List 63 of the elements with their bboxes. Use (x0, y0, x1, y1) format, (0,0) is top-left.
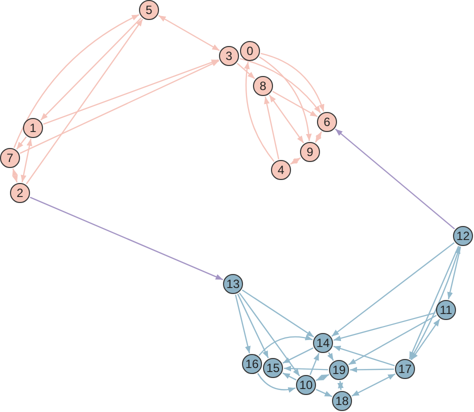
arrow (14, 14, 140, 148)
graph-node: 11 (436, 300, 456, 320)
arrow (264, 96, 280, 160)
arrow (314, 131, 322, 143)
arrow (352, 373, 396, 397)
arrow (236, 62, 256, 80)
arrow (333, 346, 395, 366)
arrow (316, 374, 330, 381)
graph-node: 10 (296, 375, 316, 395)
arrow (410, 318, 440, 360)
arrow (240, 58, 322, 114)
graph-node: 4 (271, 160, 291, 180)
graph-node: 7 (0, 148, 20, 168)
arrow (26, 18, 144, 184)
arrow (20, 138, 32, 182)
arrow (242, 290, 314, 338)
arrow (327, 352, 334, 361)
arrow (43, 59, 219, 125)
arrow (447, 246, 462, 300)
arrow (310, 352, 320, 376)
graph-node: 3 (219, 46, 239, 66)
graph-node: 2 (10, 183, 30, 203)
arrow (244, 62, 275, 162)
arrow (333, 312, 436, 342)
arrow (234, 294, 251, 354)
arrow (282, 347, 314, 364)
graph-node: 9 (300, 142, 320, 162)
graph-node: 8 (253, 76, 273, 96)
graph-node: 0 (240, 41, 260, 61)
arrow (268, 94, 304, 144)
graph-node: 19 (329, 360, 349, 380)
arrow (40, 17, 142, 121)
arrow (272, 90, 318, 118)
arrow (237, 294, 269, 358)
arrow (337, 380, 344, 390)
arrow (335, 128, 455, 230)
arrow (348, 314, 437, 366)
arrow (12, 168, 18, 183)
arrow (258, 56, 312, 142)
arrow (350, 366, 394, 373)
graph-node: 18 (332, 391, 352, 411)
arrow (258, 335, 313, 356)
arrow (16, 136, 27, 150)
graph-node: 13 (223, 274, 243, 294)
arrow (316, 388, 332, 398)
graph-node: 6 (317, 112, 337, 132)
arrow (260, 52, 324, 112)
arrow (30, 196, 224, 280)
graph-node: 16 (242, 354, 262, 374)
arrow (290, 157, 301, 165)
graph-node: 1 (23, 118, 43, 138)
arrow (158, 14, 220, 52)
graph-node: 14 (313, 333, 333, 353)
arrow (20, 60, 220, 154)
arrow (331, 242, 455, 337)
arrow (282, 372, 296, 380)
arrow (238, 292, 300, 376)
graph-node: 5 (139, 0, 159, 20)
arrow (257, 373, 296, 393)
graph-node: 17 (395, 359, 415, 379)
graph-node: 15 (263, 358, 283, 378)
arrow (284, 366, 328, 372)
graph-node: 12 (453, 226, 473, 246)
